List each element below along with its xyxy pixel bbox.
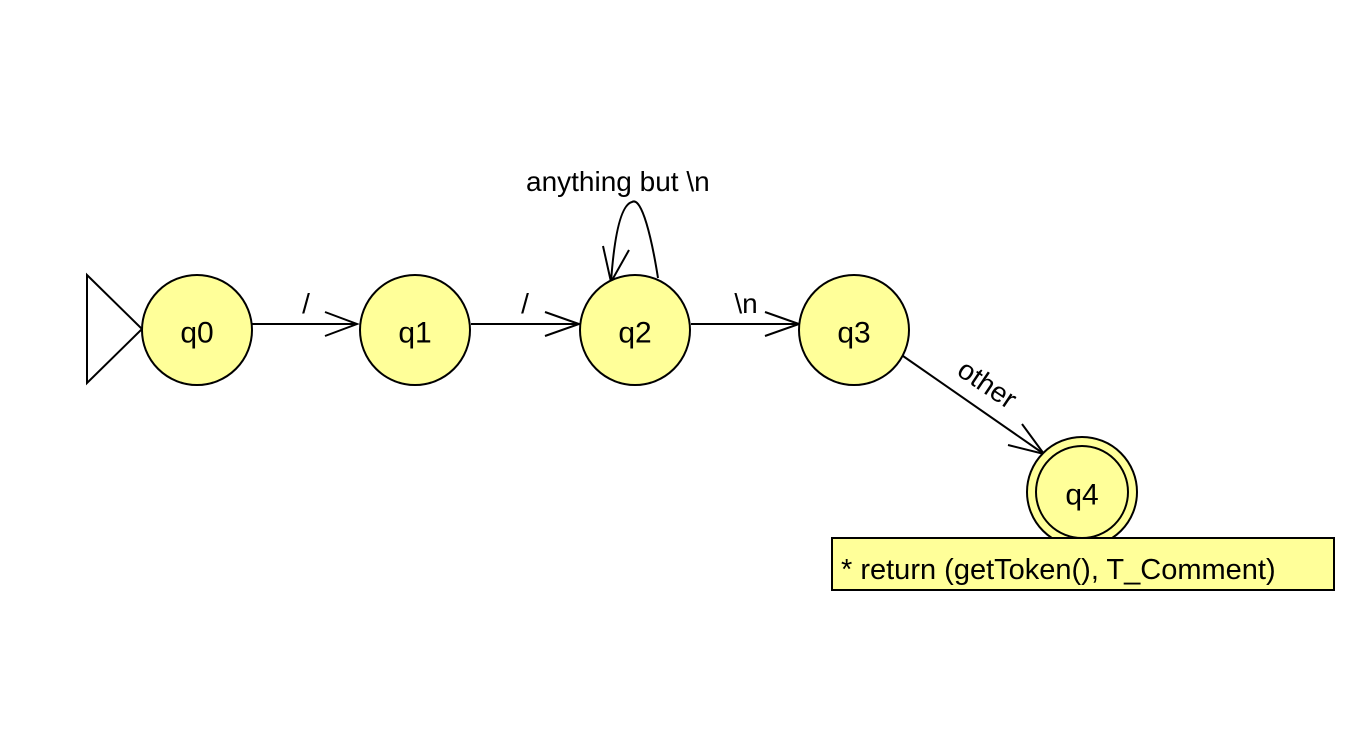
transition-q0-q1: / xyxy=(252,288,360,337)
state-q4-final: q4 xyxy=(1026,436,1138,548)
transition-label: / xyxy=(521,288,529,319)
self-loop-line xyxy=(610,200,659,283)
transition-q2-q3: \n xyxy=(691,288,803,337)
arrow-head xyxy=(544,311,583,337)
transition-q3-q4: other xyxy=(902,353,1047,456)
state-q3: q3 xyxy=(798,274,910,386)
transition-label: other xyxy=(952,353,1022,414)
transition-label: / xyxy=(302,288,310,319)
transition-q2-self-loop: anything but \n xyxy=(526,166,710,285)
state-label: q1 xyxy=(398,317,431,350)
edge-line xyxy=(902,355,1045,455)
state-circle xyxy=(798,274,910,386)
state-circle xyxy=(579,274,691,386)
arrow-head xyxy=(324,311,360,337)
state-q0: q0 xyxy=(141,274,253,386)
state-circle xyxy=(359,274,471,386)
note-text: * return (getToken(), T_Comment) xyxy=(841,554,1276,586)
initial-state-arrow xyxy=(86,272,144,386)
note-box xyxy=(831,537,1335,591)
state-circle xyxy=(141,274,253,386)
transition-label: \n xyxy=(734,288,757,319)
state-q1: q1 xyxy=(359,274,471,386)
action-note: * return (getToken(), T_Comment) xyxy=(831,537,1335,591)
state-label: q4 xyxy=(1065,479,1098,512)
state-label: q2 xyxy=(618,317,651,350)
transition-q1-q2: / xyxy=(471,288,583,337)
transition-label: anything but \n xyxy=(526,166,710,197)
state-label: q3 xyxy=(837,317,870,350)
state-label: q0 xyxy=(180,317,213,350)
state-q2: q2 xyxy=(579,274,691,386)
